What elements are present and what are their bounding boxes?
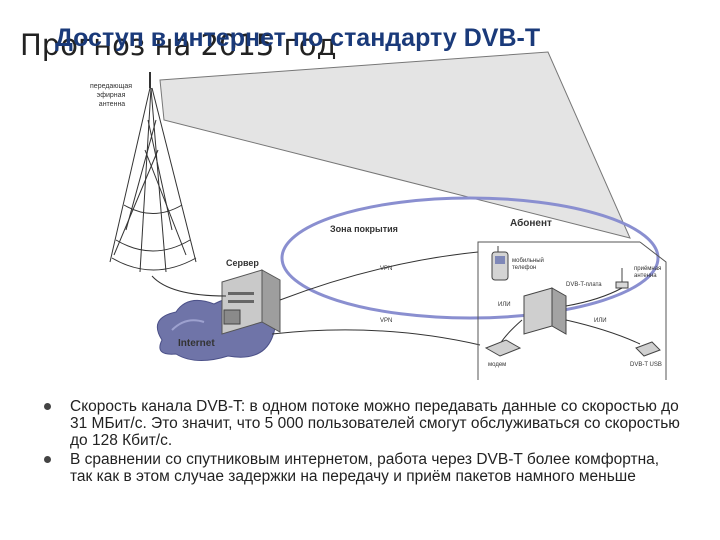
dvbt-network-diagram: передающая эфирная антенна Internet Серв… bbox=[90, 51, 667, 380]
mobile-phone-icon bbox=[491, 246, 509, 281]
bullet-item: Скорость канала DVB-T: в одном потоке мо… bbox=[40, 398, 680, 449]
bullet-item: В сравнении со спутниковым интернетом, р… bbox=[40, 451, 680, 485]
bullet-list: Скорость канала DVB-T: в одном потоке мо… bbox=[40, 398, 680, 487]
internet-label: Internet bbox=[178, 338, 215, 349]
page-title-background: Прогноз на 2015 год bbox=[20, 28, 337, 62]
coverage-label: Зона покрытия bbox=[330, 224, 398, 234]
tower-icon bbox=[109, 72, 197, 273]
dvbt-usb-icon bbox=[635, 341, 661, 357]
antenna-label-line-1: передающая bbox=[90, 83, 132, 90]
bullet-dot-icon bbox=[44, 403, 51, 410]
vpn-link-top bbox=[279, 251, 479, 301]
svg-text:передающая эфирная ант: передающая эфирная антенна bbox=[90, 83, 134, 108]
modem-label: модем bbox=[488, 362, 506, 368]
vpn-label-top: VPN bbox=[380, 266, 392, 272]
receiver-label-line-1: приёмная bbox=[634, 266, 661, 272]
phone-label-line-2: телефон bbox=[512, 265, 536, 271]
antenna-label-line-3: антенна bbox=[99, 101, 126, 108]
broadcast-beam bbox=[159, 51, 631, 239]
dvbt-usb-label: DVB-T USB bbox=[630, 362, 662, 368]
phone-label-line-1: мобильный bbox=[512, 257, 544, 264]
modem-icon bbox=[484, 339, 522, 357]
receiver-antenna-icon bbox=[615, 268, 629, 289]
bullet-text: В сравнении со спутниковым интернетом, р… bbox=[70, 451, 660, 485]
antenna-label-line-2: эфирная bbox=[97, 92, 126, 99]
vpn-label-bottom: VPN bbox=[380, 318, 392, 324]
subscriber-frame bbox=[477, 241, 667, 380]
page-title: Доступ в интернет по стандарту DVB-T bbox=[55, 24, 541, 52]
tower-server-link bbox=[151, 275, 227, 297]
or-label-left: ИЛИ bbox=[498, 302, 511, 308]
bullet-dot-icon bbox=[44, 456, 51, 463]
receiver-label-line-2: антенна bbox=[634, 273, 657, 279]
subscriber-label: Абонент bbox=[510, 217, 552, 229]
vpn-link-bottom bbox=[271, 329, 481, 346]
dvbt-card-label: DVB-T-плата bbox=[566, 282, 602, 288]
bullet-text: Скорость канала DVB-T: в одном потоке мо… bbox=[70, 398, 680, 449]
server-icon bbox=[221, 269, 281, 335]
coverage-zone bbox=[280, 196, 660, 320]
or-label-right: ИЛИ bbox=[594, 318, 607, 324]
svg-text:приёмная антенна: приёмная антенна bbox=[634, 266, 663, 279]
svg-text:мобильный телефон: мобильный телефон bbox=[512, 257, 546, 271]
pc-icon bbox=[523, 287, 567, 335]
server-label: Сервер bbox=[226, 258, 259, 268]
